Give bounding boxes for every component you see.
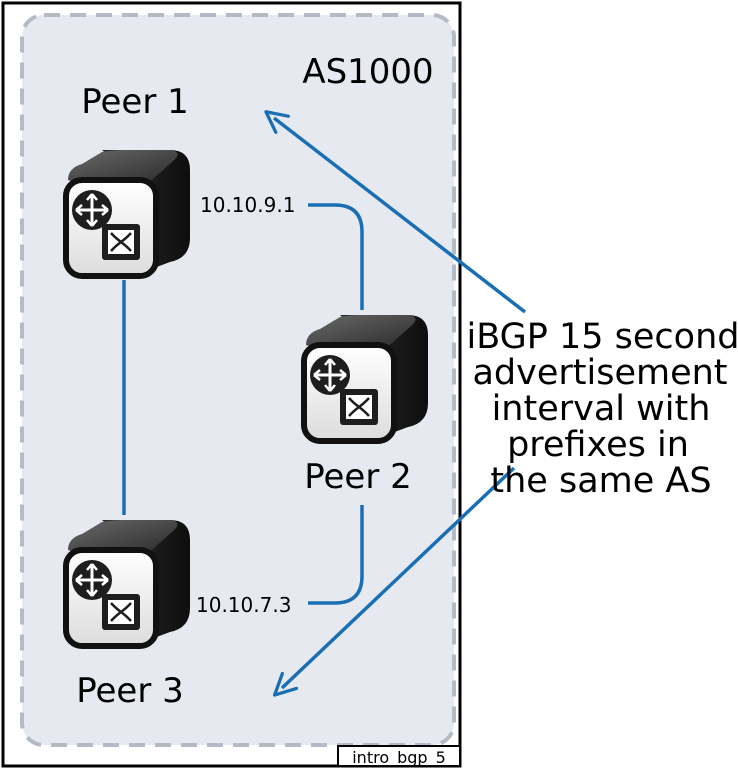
router-peer1-icon [66, 150, 190, 276]
link-peer1-peer2 [308, 203, 364, 310]
callout-line-2: advertisement [472, 353, 727, 393]
callout-line-3: interval with [492, 389, 711, 429]
callout-line-5: the same AS [490, 461, 711, 501]
link-address-peer1-peer2: 10.10.9.1 [200, 193, 295, 217]
callout-text: iBGP 15 second advertisement interval wi… [467, 317, 738, 501]
router-peer3-icon [66, 520, 190, 646]
figure-id-box [337, 745, 461, 767]
peer2-label: Peer 2 [304, 457, 412, 497]
callout-arrow-down [272, 466, 516, 697]
figure-id: intro_bgp_5 [352, 748, 446, 768]
router-peer2-icon [304, 315, 428, 441]
peer3-label: Peer 3 [76, 671, 184, 711]
link-address-peer3-peer2: 10.10.7.3 [196, 593, 291, 617]
link-peer3-peer2 [308, 505, 364, 605]
callout-line-1: iBGP 15 second [467, 317, 738, 357]
callout-line-4: prefixes in [507, 425, 689, 465]
as-label: AS1000 [302, 52, 433, 92]
peer1-label: Peer 1 [81, 82, 189, 122]
callout-arrow-up [264, 110, 527, 314]
